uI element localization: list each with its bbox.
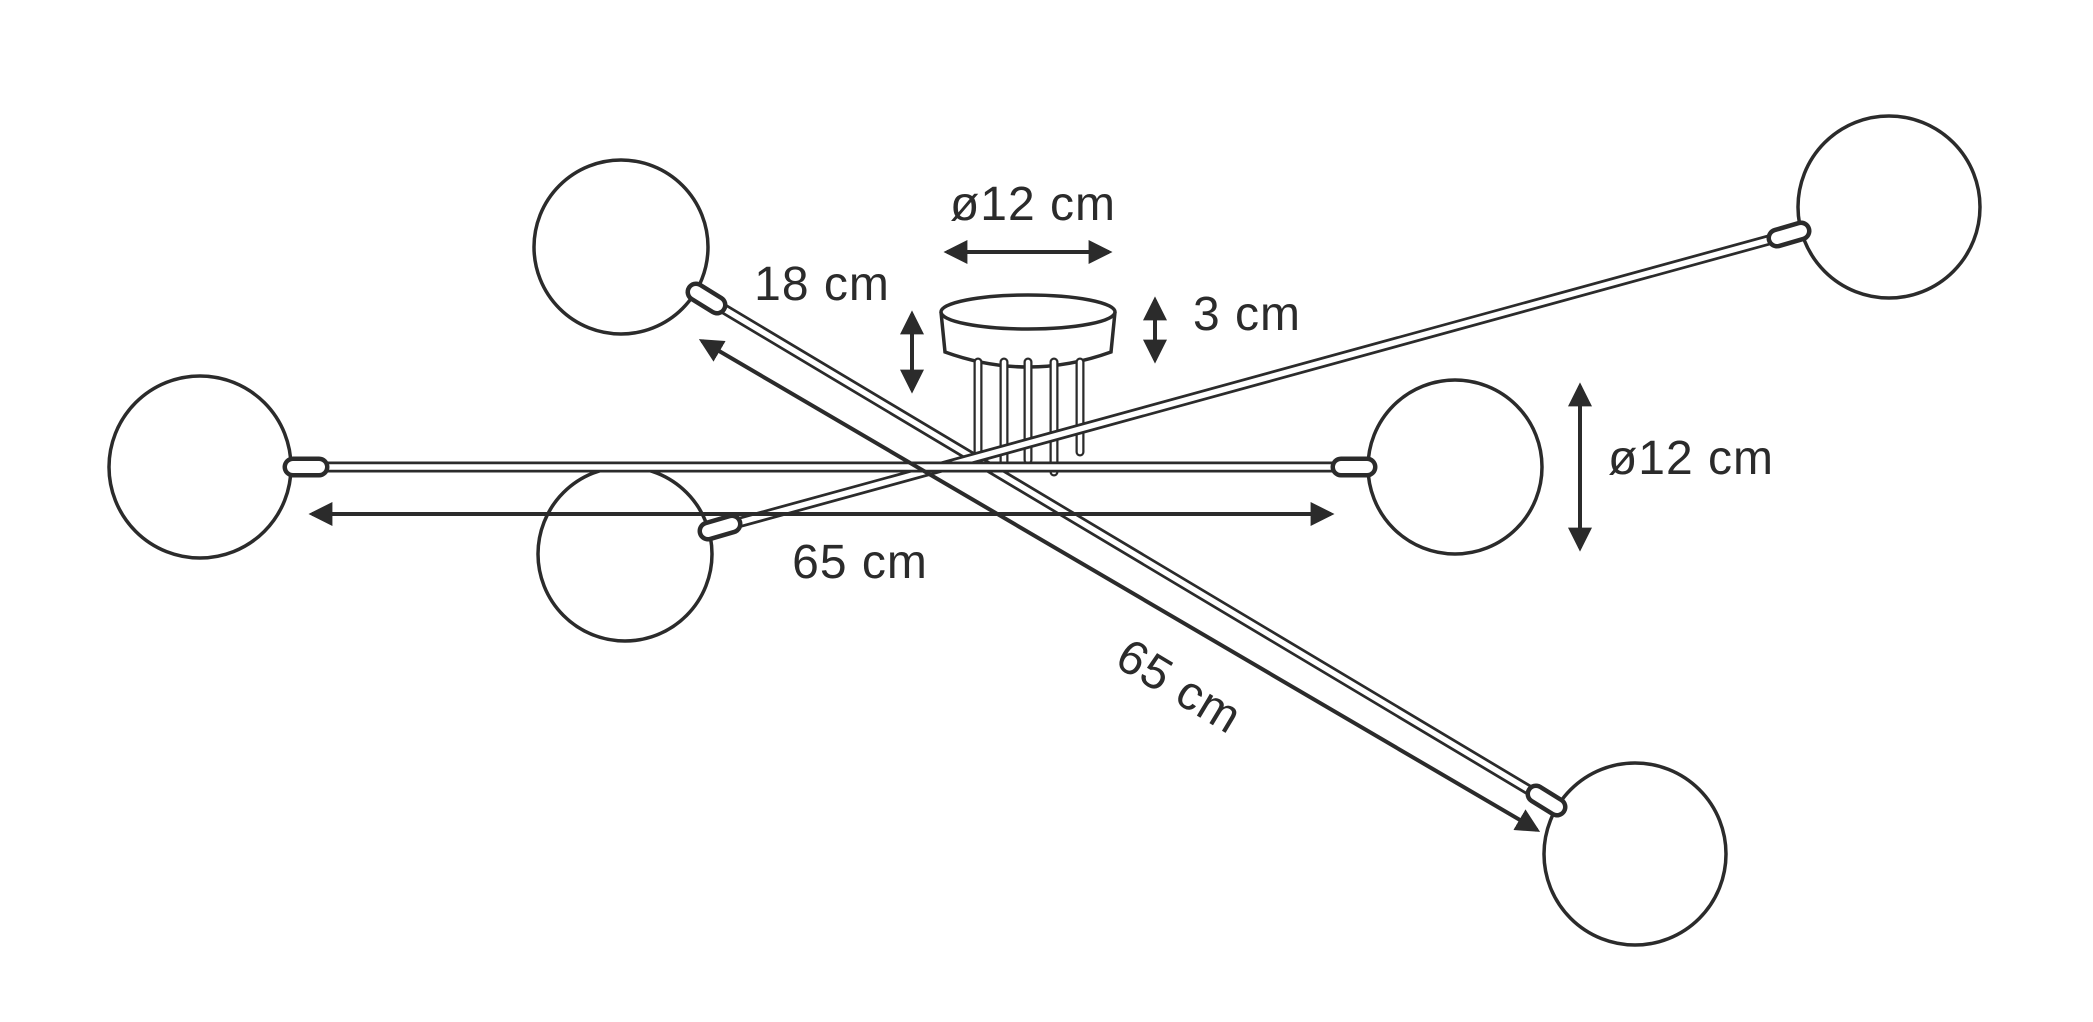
dim-label-canopy-height: 3 cm (1193, 288, 1301, 341)
globes (107, 114, 1982, 947)
globe-far-left (107, 374, 293, 560)
globe-bottom-right (1542, 761, 1728, 947)
dim-label-fixture-height: 18 cm (754, 258, 890, 311)
globe-top-right (1796, 114, 1982, 300)
dim-label-arm-diagonal: 65 cm (1107, 629, 1251, 744)
canopy-plate (939, 293, 1117, 331)
dim-label-globe-diameter: ø12 cm (1608, 432, 1774, 485)
globe-top-left (532, 158, 710, 336)
dim-arrow-arm-diagonal (698, 339, 1541, 832)
globe-lower-left (536, 465, 714, 643)
dim-label-canopy-diameter: ø12 cm (950, 178, 1116, 231)
globe-right (1366, 378, 1544, 556)
dimension-arrows (308, 240, 1592, 832)
dim-label-arm-horizontal: 65 cm (792, 536, 928, 589)
